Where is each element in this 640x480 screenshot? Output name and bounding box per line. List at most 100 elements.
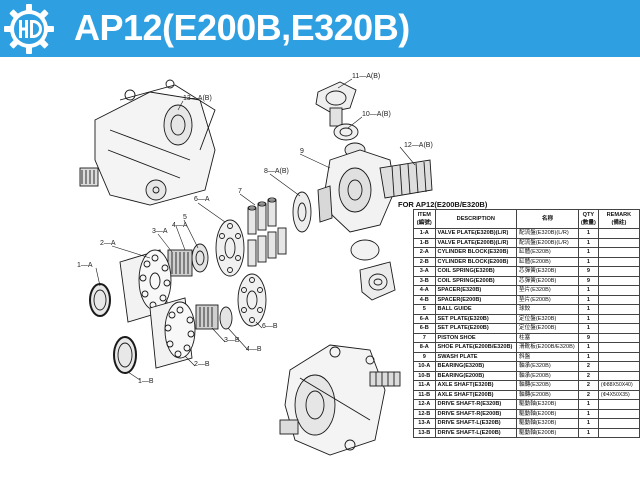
cell-qty: 1 [577,351,599,362]
cell-qty: 1 [577,285,599,296]
spring-spacer-b [195,304,233,330]
callout-3-b: 3—B [224,337,240,344]
cell-description: COIL SPRING(E320B) [434,266,518,277]
cell-name: 驅動軸(E200B) [516,408,579,419]
callout-6-b: 6—B [262,323,278,330]
cell-item: 11-A [413,380,436,391]
cell-description: DRIVE SHAFT-R(E200B) [434,408,518,419]
cell-remark [597,323,640,334]
callout-5: 5 [183,214,187,221]
lower-pump-housing [279,344,401,456]
page-title: AP12(E200B,E320B) [74,7,410,48]
cell-item: 8-A [413,342,436,353]
cell-remark [597,285,640,296]
cell-item: 4-B [413,294,436,305]
cell-remark [597,361,640,372]
cell-description: VALVE PLATE(E320B)(L/R) [434,228,518,239]
cell-description: CYLINDER BLOCK(E200B) [434,256,518,267]
cell-description: DRIVE SHAFT-L(E320B) [434,418,518,429]
cell-remark [597,342,640,353]
cell-description: DRIVE SHAFT-R(E320B) [434,399,518,410]
callout-11-a: 11—A(B) [352,73,381,80]
shoe-plate [292,191,312,233]
cell-description: BEARING(E200B) [434,370,518,381]
cell-remark [597,332,640,343]
cell-item: 4-A [413,285,436,296]
cell-name: 軸轉(E200B) [516,389,579,400]
valve-plate-a [89,283,111,317]
cell-qty: 9 [577,266,599,277]
callout-4-b: 4—B [246,346,262,353]
cell-qty: 2 [577,380,599,391]
callout-13-a: 13—A(B) [183,95,212,102]
cell-name: 球鉸 [516,304,579,315]
cell-name: 缸體(E320B) [516,247,579,258]
cell-item: 7 [413,332,436,343]
cell-name: 芯彈簧(E320B) [516,266,579,277]
cell-remark [597,408,640,419]
header-item: ITEM (編號) [413,209,436,229]
cell-qty: 1 [577,228,599,239]
header-qty-text: QTY (數量) [580,212,596,226]
header-name: 名称 [516,209,579,229]
cell-qty: 9 [577,332,599,343]
cell-item: 10-A [413,361,436,372]
header-name-text: 名称 [541,216,554,222]
cell-description: AXLE SHAFT(E320B) [434,380,518,391]
header-remark: REMARK (備註) [597,209,640,229]
cell-qty: 2 [577,361,599,372]
cell-name: 定位盤(E320B) [516,313,579,324]
callout-9: 9 [300,148,304,155]
cell-qty: 1 [577,418,599,429]
cell-item: 13-B [413,427,436,438]
callout-6-a: 6—A [194,196,210,203]
set-plate-a [215,219,245,277]
cell-remark [597,304,640,315]
cell-name: 配流盤(E200B)(L/R) [516,237,579,248]
cell-remark [597,427,640,438]
leader-lines [95,78,416,381]
cell-description: DRIVE SHAFT-L(E200B) [434,427,518,438]
header-remark-text: REMARK (備註) [606,212,632,226]
cell-name: 柱塞 [516,332,579,343]
set-plate-b [237,273,267,327]
cell-item: 6-B [413,323,436,334]
upper-pump-housing [79,79,216,206]
cell-item: 1-A [413,228,436,239]
axle-shaft-parts [315,81,366,158]
callout-7: 7 [238,188,242,195]
callout-8-a: 8—A(B) [264,168,289,175]
table-header-row: ITEM (編號) DESCRIPTION 名称 QTY (數量) REMARK… [413,209,640,229]
callout-1-b: 1—B [138,378,154,385]
cell-remark [597,256,640,267]
cell-item: 5 [413,304,436,315]
cell-item: 10-B [413,370,436,381]
cell-remark: (Φ88X50X40) [597,380,640,391]
cell-description: BEARING(E320B) [434,361,518,372]
swash-plate-and-shaft [317,149,433,233]
cell-qty: 1 [577,399,599,410]
cell-description: CYLINDER BLOCK(E320B) [434,247,518,258]
cell-item: 9 [413,351,436,362]
cell-name: 垫片(E200B) [516,294,579,305]
cell-qty: 1 [577,247,599,258]
cell-qty: 1 [577,313,599,324]
cell-description: AXLE SHAFT(E200B) [434,389,518,400]
cell-item: 3-B [413,275,436,286]
cell-name: 垫片(E320B) [516,285,579,296]
cell-name: 滑靴板(E200B/E320B) [516,342,579,353]
cell-name: 芯彈簧(E200B) [516,275,579,286]
ball-guide-spacer [167,243,209,277]
header-qty: QTY (數量) [577,209,599,229]
